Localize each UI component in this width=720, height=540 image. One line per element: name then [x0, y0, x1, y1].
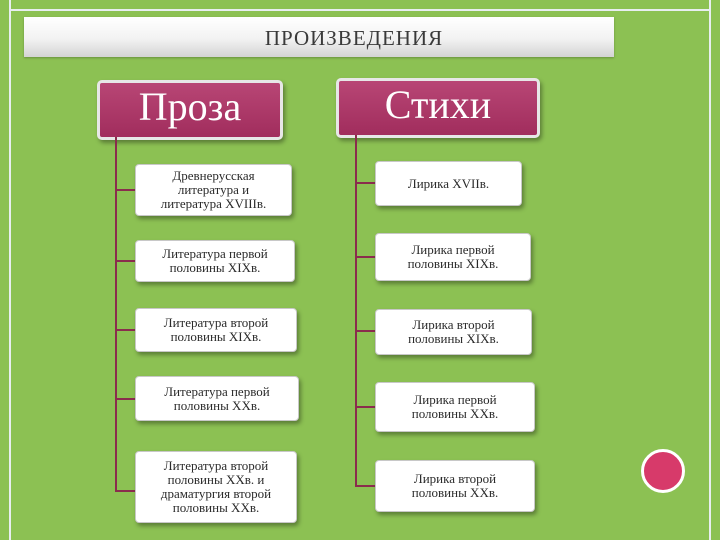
- connector-tick: [356, 330, 375, 332]
- diagram-node-proza-1: Древнерусская литература и литература XV…: [135, 164, 292, 216]
- diagram-node-stihi-2: Лирика первой половины XIXв.: [375, 233, 531, 281]
- diagram-node-stihi-3: Лирика второй половины XIXв.: [375, 309, 532, 355]
- diagram-node-proza-5: Литература второй половины XXв. и драмат…: [135, 451, 297, 523]
- connector-tick: [116, 260, 135, 262]
- diagram-node-stihi-5: Лирика второй половины XXв.: [375, 460, 535, 512]
- header-stihi: Стихи: [336, 78, 540, 138]
- connector-tick: [356, 182, 375, 184]
- connector-tick: [116, 189, 135, 191]
- connector-spine-proza: [115, 137, 117, 492]
- title-bar: ПРОИЗВЕДЕНИЯ: [24, 17, 614, 57]
- decorative-circle: [641, 449, 685, 493]
- diagram-node-stihi-1: Лирика XVIIв.: [375, 161, 522, 206]
- header-proza-label: Проза: [138, 84, 242, 129]
- connector-tick: [356, 406, 375, 408]
- connector-tick: [116, 490, 135, 492]
- connector-tick: [356, 256, 375, 258]
- diagram-node-stihi-4: Лирика первой половины XXв.: [375, 382, 535, 432]
- header-proza: Проза: [97, 80, 283, 140]
- connector-tick: [356, 485, 375, 487]
- connector-tick: [116, 398, 135, 400]
- diagram-node-proza-3: Литература второй половины XIXв.: [135, 308, 297, 352]
- frame-line-top: [9, 9, 709, 11]
- connector-tick: [116, 329, 135, 331]
- diagram-node-proza-2: Литература первой половины XIXв.: [135, 240, 295, 282]
- frame-line-right: [709, 0, 711, 540]
- diagram-node-proza-4: Литература первой половины XXв.: [135, 376, 299, 421]
- page-title: ПРОИЗВЕДЕНИЯ: [264, 26, 444, 50]
- connector-spine-stihi: [355, 135, 357, 487]
- frame-line-left: [9, 0, 11, 540]
- header-stihi-label: Стихи: [384, 82, 492, 127]
